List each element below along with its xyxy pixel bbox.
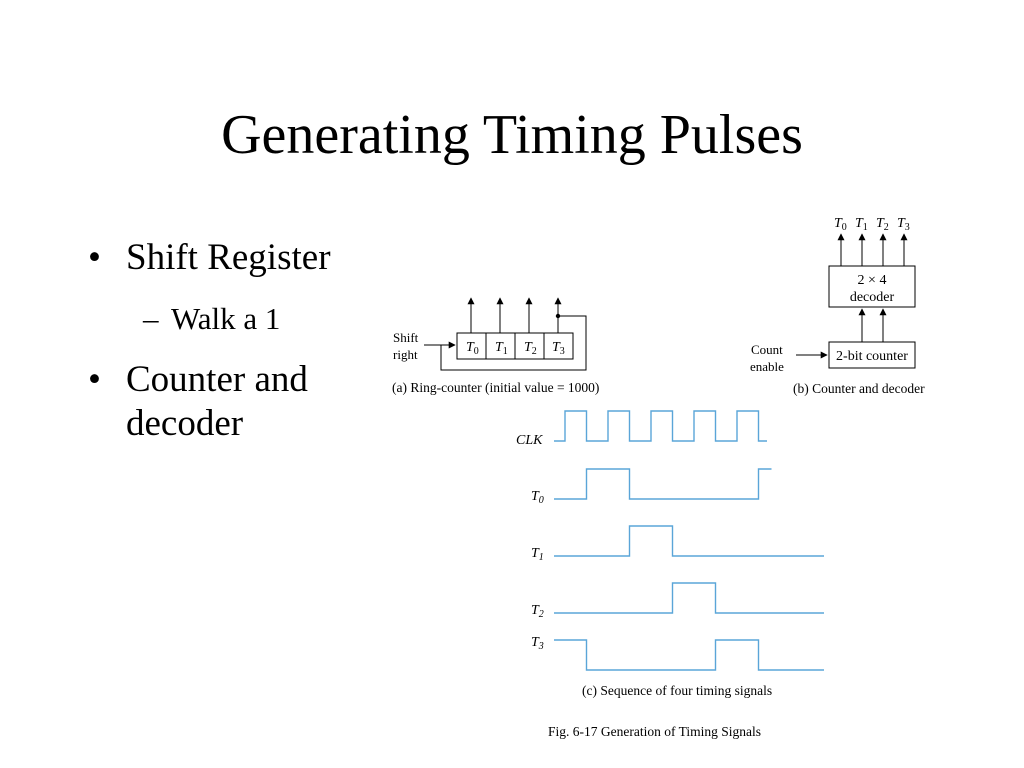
sub-bullet-text: Walk a 1 (171, 301, 281, 336)
waveform-t0 (554, 468, 772, 500)
bullet-text-line2: decoder (126, 403, 244, 444)
bullet-shift-register: • Shift Register (88, 236, 331, 280)
ring-cell-t0: T0 (466, 340, 479, 357)
enable-label: enable (750, 359, 784, 374)
counter-caption: (b) Counter and decoder (793, 381, 925, 396)
waveforms (554, 410, 824, 671)
signal-label-t3: T3 (531, 635, 544, 652)
clk-waveform (554, 410, 767, 442)
bullet-counter-decoder: • Counter and decoder (88, 358, 308, 446)
ring-cell-t1: T1 (495, 340, 508, 357)
bullet-symbol: • (88, 359, 101, 400)
slide-title: Generating Timing Pulses (221, 104, 803, 166)
decoder-output-t0: T0 (834, 216, 847, 233)
signal-label-t0: T0 (531, 489, 544, 506)
waveform-t2 (554, 582, 824, 614)
waveform-t1 (554, 525, 824, 557)
bullet-text: Shift Register (126, 237, 331, 278)
timing-caption: (c) Sequence of four timing signals (582, 683, 772, 698)
signal-label-t2: T2 (531, 603, 544, 620)
decoder-output-t1: T1 (855, 216, 868, 233)
counter-decoder: T0 T1 T2 T3 2 × 4 decoder 2-bit counter … (750, 216, 925, 396)
timing-diagram: CLK T0 T1 T2 T3 (c) Sequence of four tim… (516, 410, 824, 698)
ring-cell-t3: T3 (552, 340, 565, 357)
ring-cell-t2: T2 (524, 340, 537, 357)
ring-caption: (a) Ring-counter (initial value = 1000) (392, 380, 599, 395)
feedback-path (440, 315, 587, 371)
dash-symbol: – (143, 301, 159, 336)
bullet-symbol: • (88, 237, 101, 278)
ring-counter: Shift right T0 T1 T2 T3 (a) Ring-counter… (392, 297, 599, 395)
decoder-output-t3: T3 (897, 216, 910, 233)
right-label: right (393, 347, 418, 362)
bullet-text-line1: Counter and (126, 359, 308, 400)
decoder-label-1: 2 × 4 (858, 273, 887, 288)
decoder-label-2: decoder (850, 290, 895, 305)
counter-label: 2-bit counter (836, 349, 908, 364)
waveform-t3 (554, 639, 824, 671)
sub-bullet-walk-a-1: –Walk a 1 (143, 300, 280, 338)
clk-label: CLK (516, 433, 543, 448)
decoder-box (828, 265, 916, 308)
counter-box (828, 341, 916, 369)
decoder-output-t2: T2 (876, 216, 889, 233)
count-label: Count (751, 342, 783, 357)
shift-label: Shift (393, 330, 419, 345)
signal-label-t1: T1 (531, 546, 544, 563)
figure-caption: Fig. 6-17 Generation of Timing Signals (548, 724, 761, 739)
